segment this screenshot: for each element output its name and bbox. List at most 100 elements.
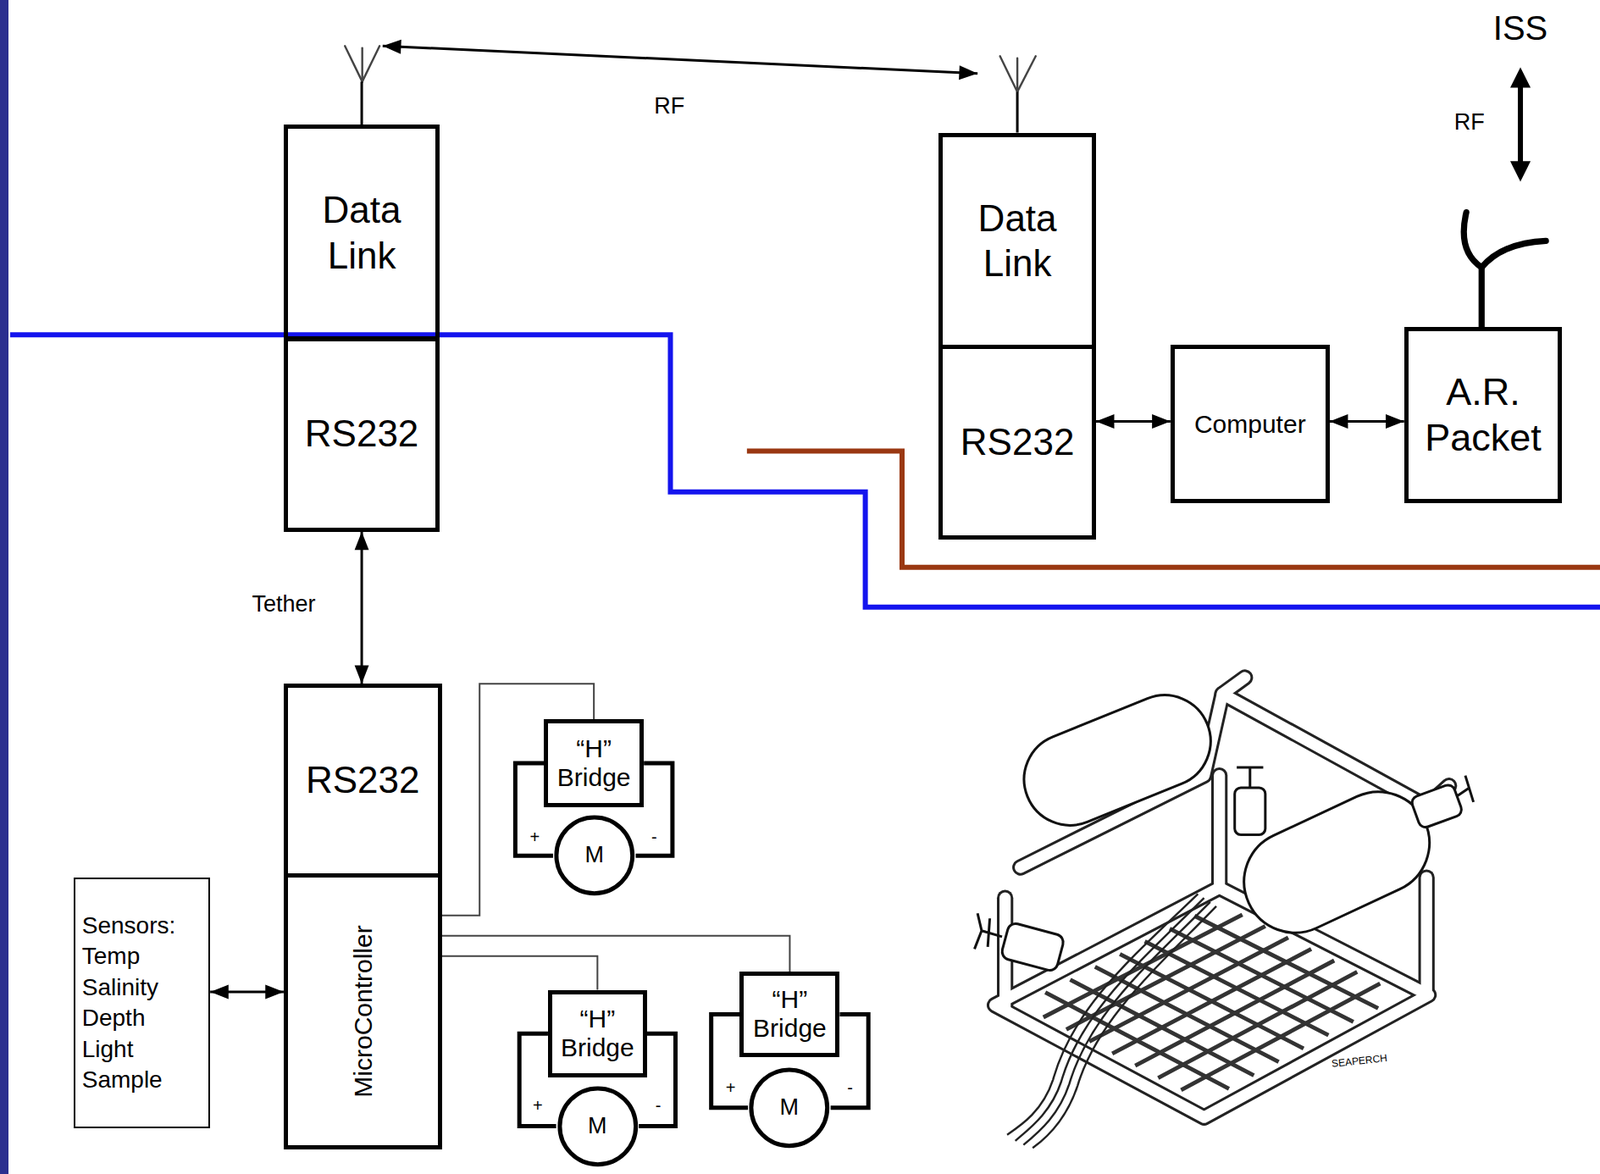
motor-circle: M	[553, 813, 637, 897]
iss-label: ISS	[1491, 9, 1550, 47]
cable-bundle	[1023, 902, 1210, 1146]
thruster-motor	[1456, 775, 1473, 803]
arrow-head	[958, 65, 978, 80]
cable-bundle	[1007, 893, 1217, 1148]
node-text: M	[584, 842, 604, 869]
polarity-sign: -	[653, 1096, 664, 1115]
layout-drawing	[10, 45, 1600, 1148]
side-strip	[0, 0, 9, 1174]
pipe-fill	[1421, 877, 1433, 996]
arrow-head	[1329, 414, 1349, 429]
antenna-symbol	[1017, 55, 1036, 92]
mesh-net	[1157, 971, 1357, 1078]
cable-bundle	[1015, 897, 1205, 1141]
antenna-symbol	[344, 45, 362, 82]
pipe-outline	[1211, 775, 1228, 889]
rs232-box: RS232	[283, 683, 443, 878]
rf-link-arrow	[361, 39, 1018, 133]
control-wire	[442, 956, 598, 991]
polarity-sign: +	[527, 827, 542, 847]
float-capsule	[1010, 680, 1225, 839]
thruster-motor	[1234, 787, 1266, 835]
rs232-box: RS232	[283, 337, 440, 532]
node-text: Computer	[1194, 409, 1307, 440]
arrow-head	[1151, 414, 1171, 429]
cable-bundle	[1032, 906, 1217, 1149]
data-link-box: Data Link	[283, 124, 440, 341]
node-text: “H” Bridge	[560, 1004, 635, 1063]
motor-circle: M	[747, 1066, 831, 1150]
satellite-antenna	[1463, 212, 1546, 327]
microcontroller-box: MicroController	[283, 873, 443, 1149]
tether-arrow	[360, 531, 364, 685]
iss-arrow	[1510, 67, 1531, 89]
arrow-head	[354, 664, 370, 684]
rf-link-arrow	[361, 45, 1018, 133]
node-text: M	[587, 1113, 608, 1140]
model-label: SEAPERCH	[1328, 1052, 1390, 1070]
polarity-sign: +	[531, 1096, 545, 1115]
arrow-head	[354, 531, 370, 551]
sensor-list-box: Sensors: Temp Salinity Depth Light Sampl…	[73, 877, 211, 1129]
arrow-head	[265, 985, 284, 1000]
computer-box: Computer	[1170, 344, 1330, 504]
rs232-box: RS232	[938, 344, 1097, 540]
arrow-head	[1385, 414, 1405, 429]
node-text: RS232	[305, 758, 421, 803]
motor-outline	[556, 817, 633, 894]
arrow-head	[1096, 414, 1115, 429]
thruster-motor	[974, 767, 1474, 973]
arrow-head	[210, 985, 229, 1000]
edge-label: Tether	[249, 592, 317, 619]
iss-arrow	[1517, 83, 1523, 166]
tether-arrow	[354, 531, 370, 685]
node-text: RS232	[304, 411, 420, 457]
pipe-fill	[1213, 775, 1225, 889]
thruster-motor	[1000, 921, 1065, 972]
thruster-motor	[1410, 783, 1464, 830]
antenna-symbol	[1016, 58, 1019, 93]
node-text: Data Link	[978, 195, 1058, 287]
h-bridge-box: “H” Bridge	[543, 719, 644, 808]
iss-arrow	[1510, 67, 1531, 183]
control-wire	[442, 956, 598, 991]
antenna-symbol	[1000, 55, 1018, 92]
node-text: Sensors: Temp Salinity Depth Light Sampl…	[82, 910, 177, 1096]
polarity-sign: -	[649, 827, 659, 847]
node-text: A.R. Packet	[1424, 369, 1542, 461]
mesh-net	[1134, 960, 1335, 1066]
rf-label: RF	[1452, 110, 1487, 136]
node-text: Data Link	[322, 187, 402, 278]
control-wire	[442, 683, 595, 915]
sensor-arrow	[210, 985, 284, 1000]
edge-label: RF	[652, 94, 687, 121]
h-bridge-box: “H” Bridge	[548, 990, 648, 1079]
pipe-outline	[1418, 877, 1435, 996]
motor-circle: M	[556, 1085, 640, 1169]
node-text: “H” Bridge	[557, 734, 632, 793]
water-line	[10, 334, 1600, 608]
arrow-head	[382, 39, 402, 55]
thruster-motor	[974, 913, 1003, 949]
control-wire	[442, 683, 595, 915]
seaperch-illustration	[974, 677, 1474, 1148]
node-text: RS232	[960, 420, 1075, 466]
serial-arrow	[1096, 414, 1171, 429]
float-capsule	[1010, 680, 1447, 950]
data-link-box: Data Link	[938, 132, 1097, 349]
control-wire	[442, 935, 791, 972]
node-text: MicroController	[347, 924, 378, 1097]
packet-radio-box: A.R. Packet	[1404, 326, 1563, 504]
iss-arrow	[1510, 160, 1531, 182]
polarity-sign: +	[724, 1078, 738, 1097]
antenna-symbol	[362, 45, 380, 82]
satellite-antenna	[1463, 212, 1482, 268]
node-text: “H” Bridge	[752, 985, 827, 1044]
satellite-antenna	[1478, 267, 1485, 327]
cable-bundle	[1007, 893, 1198, 1135]
control-wire	[442, 935, 791, 972]
antenna-symbol	[344, 45, 1036, 92]
serial-arrow	[1329, 414, 1405, 429]
thruster-motor	[1236, 767, 1263, 788]
